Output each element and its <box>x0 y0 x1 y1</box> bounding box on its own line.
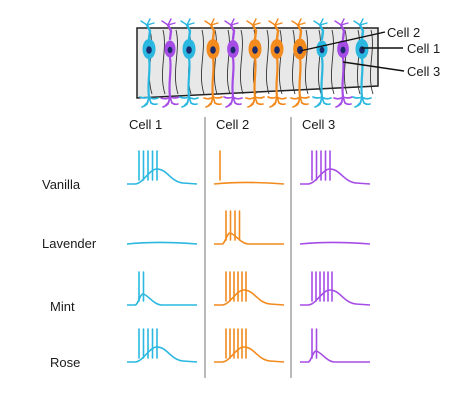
membrane-potential-line <box>213 181 285 185</box>
tissue-boundary-line <box>266 29 270 95</box>
membrane-potential-line <box>126 241 198 245</box>
tissue-boundary-line <box>240 29 244 95</box>
trace-mint-cell1 <box>127 271 197 306</box>
membrane-potential-line <box>300 350 370 363</box>
response-traces <box>126 150 371 363</box>
tissue-boundary-line <box>175 29 179 95</box>
row-label-mint: Mint <box>50 299 75 314</box>
membrane-potential-line <box>214 289 285 306</box>
membrane-potential-line <box>299 241 371 245</box>
neurons <box>139 18 372 108</box>
cell2-neuron <box>245 18 265 108</box>
trace-vanilla-cell3 <box>300 150 371 185</box>
tissue-boundary-line <box>162 29 166 95</box>
trace-rose-cell3 <box>300 328 370 363</box>
cell2-neuron <box>290 18 310 108</box>
row-label-vanilla: Vanilla <box>42 177 81 192</box>
column-headers: Cell 1 Cell 2 Cell 3 <box>129 117 335 132</box>
tissue-boundary-line <box>357 29 361 95</box>
trace-rose-cell2 <box>214 328 285 363</box>
row-label-lavender: Lavender <box>42 236 97 251</box>
membrane-potential-line <box>127 168 198 185</box>
trace-vanilla-cell2 <box>213 150 285 185</box>
callout-label-cell-1: Cell 1 <box>407 41 440 56</box>
membrane-potential-line <box>300 168 371 185</box>
callout-line-cell-3 <box>342 61 405 72</box>
callout-label-cell-3: Cell 3 <box>407 64 440 79</box>
membrane-potential-line <box>214 232 284 245</box>
cell1-neuron <box>352 18 372 108</box>
cell3-neuron <box>333 18 353 108</box>
tissue-boundary-line <box>279 29 283 95</box>
trace-lavender-cell3 <box>299 241 371 245</box>
cell1-neuron <box>139 18 159 108</box>
callouts: Cell 2 Cell 1 Cell 3 <box>299 25 440 79</box>
tissue-boundary-line <box>227 29 231 95</box>
cell3-neuron <box>160 18 180 108</box>
tissue-boundary-line <box>305 29 309 95</box>
cell3-neuron <box>223 18 243 108</box>
tissue-boundary-line <box>201 29 205 95</box>
tissue-cell-boundaries <box>149 29 374 95</box>
column-header-cell-3: Cell 3 <box>302 117 335 132</box>
trace-vanilla-cell1 <box>127 150 198 185</box>
membrane-potential-line <box>214 346 285 363</box>
tissue-boundary-line <box>331 29 335 95</box>
row-labels: Vanilla Lavender Mint Rose <box>42 177 97 370</box>
tissue-boundary-line <box>318 29 322 95</box>
epithelium-illustration <box>136 18 379 108</box>
membrane-potential-line <box>127 346 198 363</box>
trace-mint-cell3 <box>300 271 371 306</box>
column-header-cell-2: Cell 2 <box>216 117 249 132</box>
cell1-neuron <box>179 18 199 108</box>
trace-lavender-cell2 <box>214 210 284 245</box>
tissue-boundary-line <box>214 29 218 95</box>
membrane-potential-line <box>127 293 197 306</box>
tissue-boundary-line <box>344 29 348 95</box>
callout-line-cell-2 <box>299 31 386 52</box>
row-label-rose: Rose <box>50 355 80 370</box>
trace-lavender-cell1 <box>126 241 198 245</box>
tissue-boundary-line <box>292 29 296 95</box>
callout-label-cell-2: Cell 2 <box>387 25 420 40</box>
trace-rose-cell1 <box>127 328 198 363</box>
cell1-neuron <box>312 18 332 108</box>
column-header-cell-1: Cell 1 <box>129 117 162 132</box>
cell2-neuron <box>267 18 287 108</box>
cell2-neuron <box>203 18 223 108</box>
trace-mint-cell2 <box>214 271 285 306</box>
membrane-potential-line <box>300 289 371 306</box>
